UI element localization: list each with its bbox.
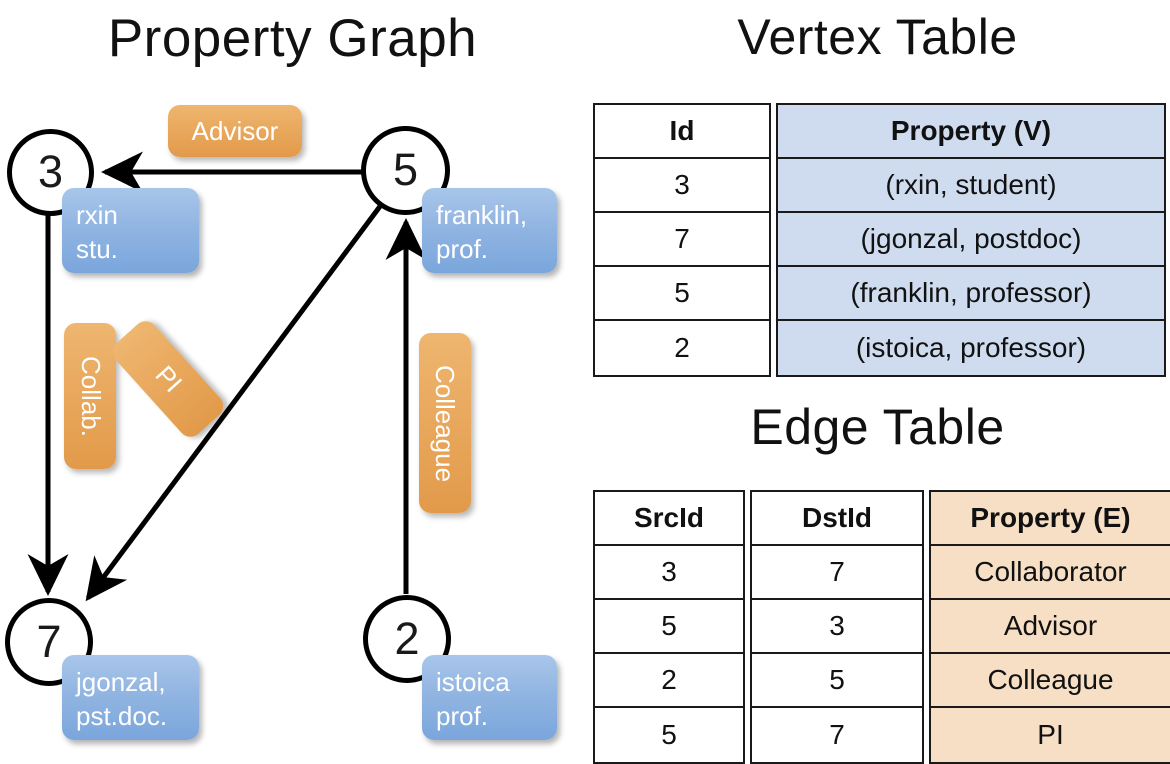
vertex-table-cell-id: 7 [595,213,769,267]
node-property-2-line1: istoica [436,667,510,697]
vertex-table-cell-property: (istoica, professor) [778,321,1164,375]
vertex-table-header-id: Id [595,105,769,159]
page-title-vertex-table: Vertex Table [737,9,1018,65]
node-property-callout-2: istoica prof. [422,655,557,740]
edge-label-colleague-text: Colleague [430,364,461,482]
graph-node-7-label: 7 [36,615,62,667]
graph-edge-lines [27,151,427,602]
vertex-table-cell-property: (franklin, professor) [778,267,1164,321]
vertex-table-cell-id: 3 [595,159,769,213]
graph-node-3-label: 3 [37,146,64,197]
node-property-3-line1: rxin [76,200,118,230]
graph-node-5[interactable]: 5 [361,126,450,215]
edge-line-5-to-7 [85,203,384,602]
property-graph-diagram: 3 5 7 2 rxin stu. franklin, prof. jgonza… [0,0,585,760]
node-property-5-line1: franklin, [436,200,528,230]
node-property-callout-3: rxin stu. [62,188,199,273]
edge-table-cell-dstid: 7 [752,546,922,600]
node-property-7-line2: pst.doc. [76,701,168,732]
edge-label-pi-text: PI [148,359,188,398]
graph-node-5-label: 5 [392,144,419,195]
vertex-table-column-property: Property (V) (rxin, student) (jgonzal, p… [776,103,1166,377]
edge-table-column-property: Property (E) Collaborator Advisor Collea… [929,490,1170,764]
edge-table: SrcId 3 5 2 5 DstId 7 3 5 7 Property (E)… [593,490,1170,764]
edge-table-cell-property: Advisor [931,600,1170,654]
vertex-table-cell-id: 2 [674,332,690,363]
graph-node-2-label: 2 [394,612,420,664]
vertex-table-column-id: Id 3 7 5 2 [593,103,771,377]
edge-table-cell-dstid: 7 [829,719,845,750]
edge-table-header-srcid: SrcId [595,492,743,546]
graph-node-2[interactable]: 2 [363,595,451,683]
vertex-table-header-property: Property (V) [778,105,1164,159]
node-property-callout-5: franklin, prof. [422,188,557,273]
vertex-table-cell-property: (jgonzal, postdoc) [778,213,1164,267]
edge-table-cell-srcid: 5 [595,600,743,654]
edge-table-column-srcid: SrcId 3 5 2 5 [593,490,745,764]
edge-table-cell-dstid: 3 [752,600,922,654]
page-title-edge-table: Edge Table [750,399,1005,455]
edge-label-advisor-text: Advisor [191,115,279,146]
node-property-3-line2: stu. [76,234,118,265]
edge-table-cell-srcid: 5 [661,719,677,750]
edge-label-collab-text: Collab. [75,355,106,437]
edge-table-header-property: Property (E) [931,492,1170,546]
vertex-table-cell-id: 5 [595,267,769,321]
page-title-property-graph: Property Graph [107,9,478,68]
node-property-2-line2: prof. [436,701,489,732]
edge-label-colleague: Colleague [419,333,471,513]
edge-table-cell-property: Collaborator [931,546,1170,600]
node-property-7-line1: jgonzal, [76,667,166,697]
vertex-table-cell-property: (rxin, student) [778,159,1164,213]
node-property-callout-7: jgonzal, pst.doc. [62,655,199,740]
edge-table-column-dstid: DstId 7 3 5 7 [750,490,924,764]
edge-label-advisor: Advisor [168,105,302,157]
edge-table-header-dstid: DstId [752,492,922,546]
vertex-table: Id 3 7 5 2 Property (V) (rxin, student) … [593,103,1166,377]
node-property-5-line2: prof. [436,234,489,265]
edge-table-cell-property: PI [931,708,1170,762]
edge-table-cell-srcid: 2 [595,654,743,708]
edge-table-cell-property: Colleague [931,654,1170,708]
edge-table-cell-srcid: 3 [595,546,743,600]
edge-label-collab: Collab. [64,323,116,469]
edge-table-cell-dstid: 5 [752,654,922,708]
